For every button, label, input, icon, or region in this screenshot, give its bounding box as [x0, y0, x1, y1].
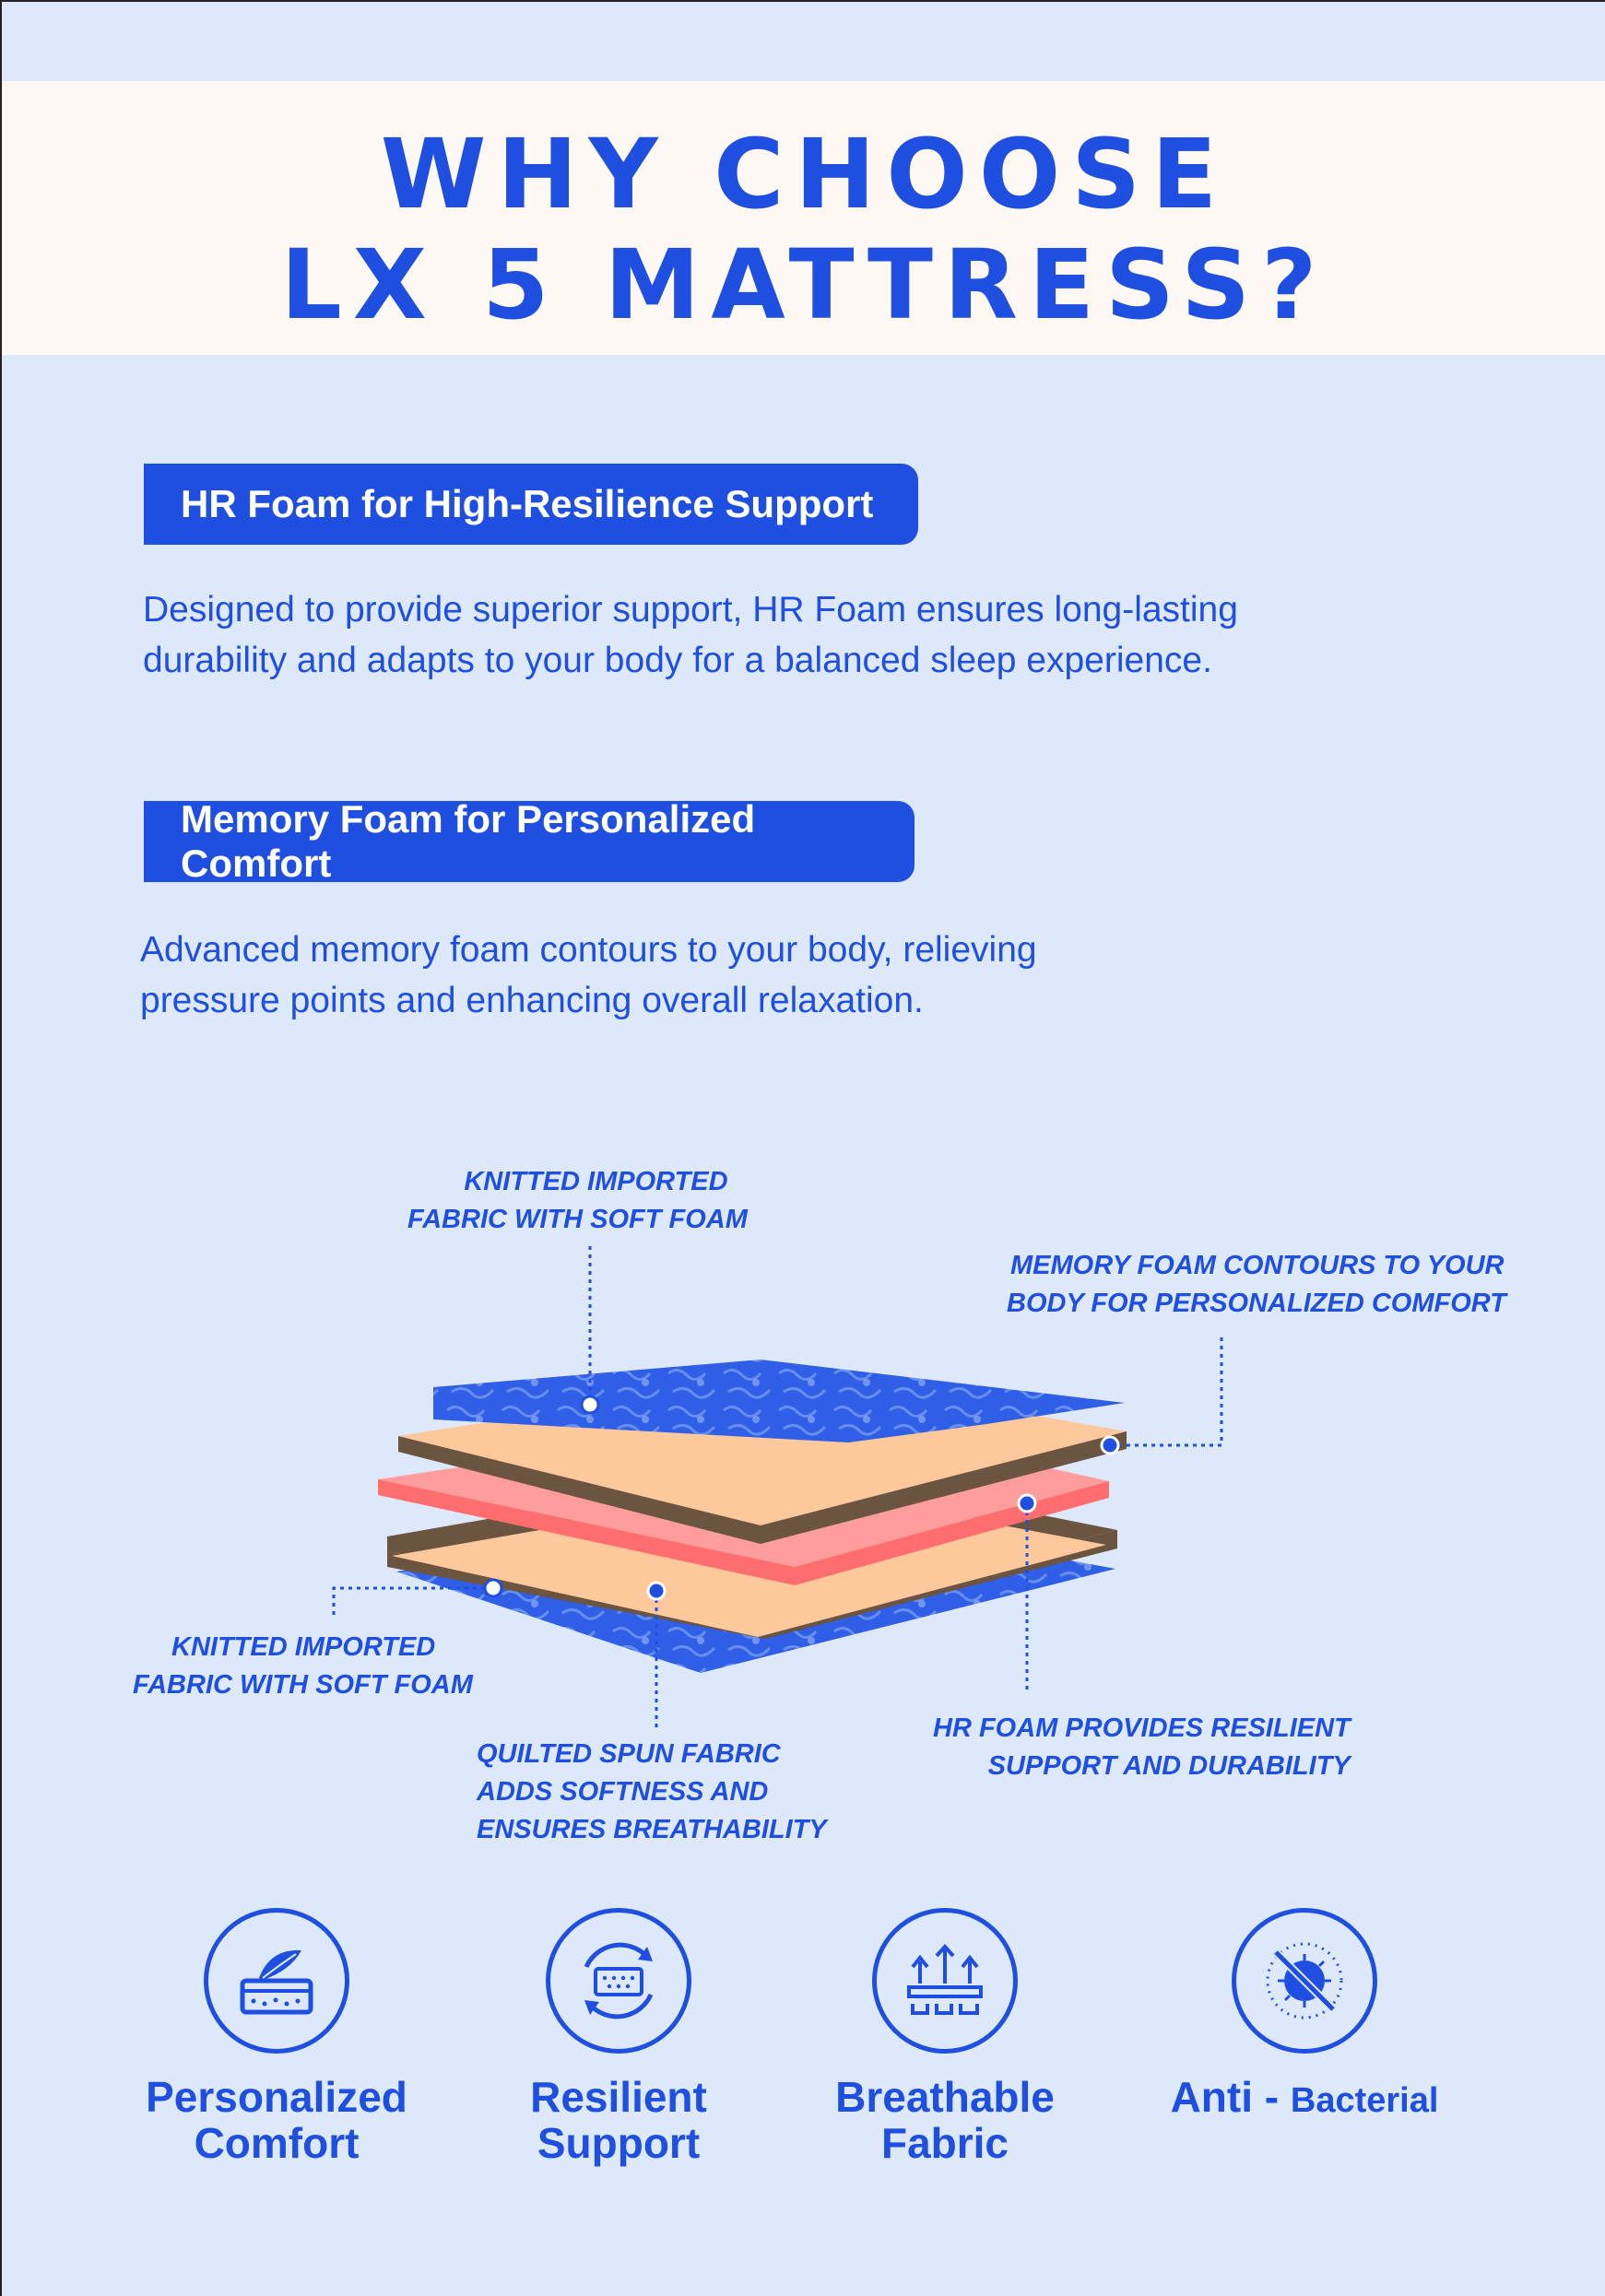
- hr-foam-description: Designed to provide superior support, HR…: [143, 584, 1434, 686]
- no-bacteria-icon: [1232, 1908, 1377, 2054]
- feature-anti-line-1: Anti -: [1170, 2073, 1291, 2121]
- callout-memory-foam-line-1: MEMORY FOAM CONTOURS TO YOUR: [1010, 1251, 1505, 1280]
- callout-bottom-fabric-line-2: FABRIC WITH SOFT FOAM: [133, 1670, 473, 1700]
- feature-personalized-line-1: Personalized: [146, 2073, 407, 2121]
- marker-top-fabric: [580, 1395, 600, 1415]
- leader-bottom-fabric: [332, 1586, 493, 1619]
- callout-quilted: QUILTED SPUN FABRIC ADDS SOFTNESS AND EN…: [477, 1736, 827, 1849]
- mattress-layers-diagram: [332, 1246, 1223, 1731]
- memory-foam-description-line-1: Advanced memory foam contours to your bo…: [140, 930, 1037, 970]
- callout-top-fabric-line-2: FABRIC WITH SOFT FOAM: [407, 1205, 748, 1234]
- page-title-line-2: LX 5 MATTRESS?: [280, 229, 1328, 341]
- marker-quilted: [646, 1581, 667, 1601]
- feature-anti-line-2: Bacterial: [1290, 2081, 1439, 2120]
- callout-hr-foam-line-1: HR FOAM PROVIDES RESILIENT: [933, 1713, 1351, 1743]
- memory-foam-tag: Memory Foam for Personalized Comfort: [144, 797, 915, 885]
- mattress-feather-icon: [204, 1908, 349, 2054]
- feature-personalized-comfort: Personalized Comfort: [101, 1908, 452, 2166]
- feature-personalized-line-2: Comfort: [194, 2119, 360, 2167]
- callout-bottom-fabric: KNITTED IMPORTED FABRIC WITH SOFT FOAM: [133, 1629, 473, 1704]
- top-fabric-layer: [433, 1360, 1125, 1442]
- callout-top-fabric: KNITTED IMPORTED FABRIC WITH SOFT FOAM: [407, 1163, 748, 1239]
- callout-hr-foam-line-2: SUPPORT AND DURABILITY: [987, 1751, 1351, 1781]
- callout-bottom-fabric-line-1: KNITTED IMPORTED: [171, 1632, 436, 1662]
- callout-hr-foam: HR FOAM PROVIDES RESILIENT SUPPORT AND D…: [933, 1710, 1351, 1785]
- hr-foam-description-line-1: Designed to provide superior support, HR…: [143, 590, 1238, 630]
- feature-anti-bacterial: Anti - Bacterial: [1129, 1908, 1480, 2124]
- hr-foam-description-line-2: durability and adapts to your body for a…: [143, 641, 1212, 680]
- leader-memory-foam: [1110, 1336, 1223, 1447]
- marker-hr-foam: [1017, 1493, 1037, 1513]
- mattress-cycle-icon: [546, 1908, 691, 2054]
- hr-foam-tag: HR Foam for High-Resilience Support: [144, 464, 918, 545]
- feature-breathable-line-2: Fabric: [880, 2119, 1009, 2167]
- callout-memory-foam: MEMORY FOAM CONTOURS TO YOUR BODY FOR PE…: [1007, 1247, 1506, 1323]
- callout-quilted-line-3: ENSURES BREATHABILITY: [477, 1815, 827, 1844]
- callout-leaders: [332, 1246, 1223, 1731]
- callout-markers: [483, 1395, 1120, 1601]
- marker-bottom-fabric: [483, 1578, 503, 1598]
- feature-resilient-line-2: Support: [537, 2119, 701, 2167]
- feature-breathable-fabric: Breathable Fabric: [770, 1908, 1120, 2166]
- page-title-line-1: WHY CHOOSE: [380, 118, 1229, 230]
- memory-foam-description-line-2: pressure points and enhancing overall re…: [140, 981, 924, 1020]
- feature-resilient-support: Resilient Support: [443, 1908, 794, 2166]
- callout-top-fabric-line-1: KNITTED IMPORTED: [464, 1167, 728, 1196]
- marker-memory-foam: [1100, 1435, 1120, 1455]
- callout-memory-foam-line-2: BODY FOR PERSONALIZED COMFORT: [1007, 1289, 1506, 1318]
- callout-quilted-line-1: QUILTED SPUN FABRIC: [477, 1739, 781, 1769]
- memory-foam-description: Advanced memory foam contours to your bo…: [140, 924, 1431, 1026]
- airflow-arrows-icon: [872, 1908, 1018, 2054]
- callout-quilted-line-2: ADDS SOFTNESS AND: [477, 1777, 769, 1807]
- feature-resilient-line-1: Resilient: [530, 2073, 707, 2121]
- title-band: WHY CHOOSE LX 5 MATTRESS?: [0, 81, 1605, 355]
- feature-breathable-line-1: Breathable: [835, 2073, 1055, 2121]
